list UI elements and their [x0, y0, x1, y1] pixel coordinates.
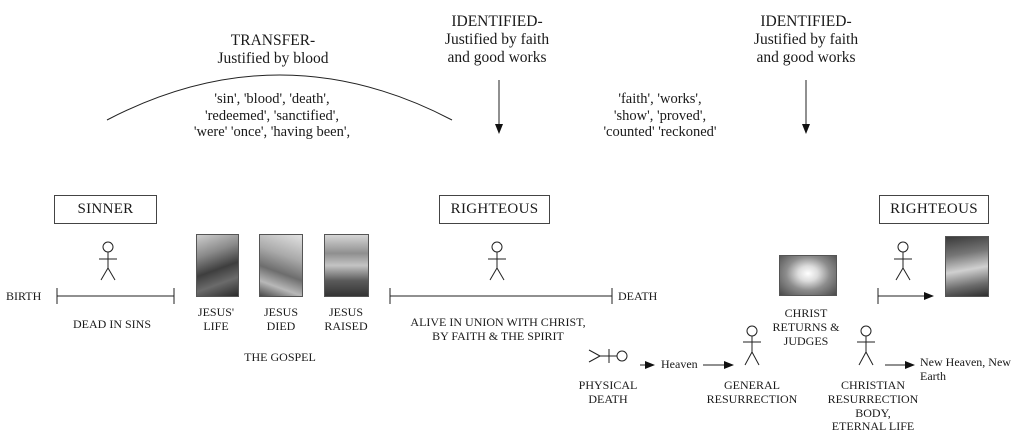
sinner-figure	[99, 241, 117, 281]
jesus-life-image	[196, 234, 239, 297]
blood-words-line-3: 'were' 'once', 'having been',	[193, 124, 351, 141]
identified-right-line-3: and good works	[756, 48, 856, 66]
jesus-raised-line-1: JESUS	[328, 305, 363, 319]
heaven-label: Heaven	[661, 357, 698, 371]
identified-left-line-3: and good works	[447, 48, 547, 66]
eternal-life-image	[945, 236, 989, 297]
alive-segment	[389, 288, 613, 304]
general-resurrection-line-1: GENERAL	[724, 378, 780, 392]
dead-in-sins-segment	[56, 288, 175, 304]
christian-resurrection-figure	[857, 325, 875, 366]
physical-death-line-2: DEATH	[588, 391, 628, 406]
righteous-figure	[488, 241, 506, 281]
jesus-raised-line-2: RAISED	[324, 318, 368, 333]
righteous-box: RIGHTEOUS	[439, 195, 550, 224]
righteous-right-box: RIGHTEOUS	[879, 195, 989, 224]
faith-words-line-2: 'show', 'proved',	[613, 107, 707, 124]
identified-right-line-2: Justified by faith	[753, 30, 859, 48]
sinner-box: SINNER	[54, 195, 157, 224]
christ-returns-image	[779, 255, 837, 296]
dead-in-sins-label: DEAD IN SINS	[73, 317, 151, 331]
christian-resurrection-line-2: RESURRECTION	[827, 391, 919, 406]
christian-resurrection-line-3: BODY,	[855, 405, 891, 420]
new-heaven-line-1: New Heaven, New	[920, 355, 1011, 369]
alive-label: ALIVE IN UNION WITH CHRIST,BY FAITH & TH…	[410, 315, 586, 344]
jesus-life-line-1: JESUS'	[197, 305, 235, 319]
blood-words: 'sin', 'blood', 'death','redeemed', 'san…	[194, 91, 350, 141]
birth-label: BIRTH	[6, 289, 42, 303]
jesus-life-label: JESUS'LIFE	[197, 305, 235, 334]
general-resurrection-figure	[743, 325, 761, 366]
alive-line-2: BY FAITH & THE SPIRIT	[432, 328, 564, 343]
transfer-line-1: TRANSFER-	[230, 32, 316, 49]
gospel-label: THE GOSPEL	[244, 350, 316, 364]
alive-line-1: ALIVE IN UNION WITH CHRIST,	[410, 315, 586, 329]
jesus-died-line-1: JESUS	[263, 305, 299, 319]
jesus-life-line-2: LIFE	[203, 318, 229, 333]
identified-left-line-2: Justified by faith	[444, 30, 550, 48]
jesus-raised-image	[324, 234, 369, 297]
transfer-line-2: Justified by blood	[217, 49, 329, 67]
righteous-right-figure	[894, 241, 912, 281]
christ-returns-line-1: CHRIST	[784, 306, 828, 320]
jesus-died-image	[259, 234, 303, 297]
christ-returns-line-3: JUDGES	[783, 333, 829, 348]
blood-words-line-2: 'redeemed', 'sanctified',	[204, 107, 340, 124]
physical-death-line-1: PHYSICAL	[578, 378, 638, 392]
eternal-arrow	[877, 288, 934, 304]
christ-returns-line-2: RETURNS &	[772, 319, 840, 334]
transfer-title: TRANSFER-Justified by blood	[217, 32, 328, 68]
faith-words-line-1: 'faith', 'works',	[618, 91, 702, 107]
death-label: DEATH	[618, 289, 658, 303]
christian-resurrection-line-4: ETERNAL LIFE	[831, 419, 915, 434]
new-heaven-line-2: Earth	[920, 368, 946, 383]
christian-resurrection-line-1: CHRISTIAN	[840, 378, 905, 392]
faith-words: 'faith', 'works','show', 'proved','count…	[603, 91, 716, 141]
identified-left-line-1: IDENTIFIED-	[451, 13, 543, 30]
lying-figure	[588, 349, 628, 363]
identified-right-line-1: IDENTIFIED-	[760, 13, 852, 30]
blood-words-line-1: 'sin', 'blood', 'death',	[214, 91, 330, 107]
general-resurrection-line-2: RESURRECTION	[706, 391, 798, 406]
jesus-died-line-2: DIED	[266, 318, 296, 333]
transfer-arc	[106, 74, 453, 121]
faith-words-line-3: 'counted' 'reckoned'	[603, 124, 717, 141]
